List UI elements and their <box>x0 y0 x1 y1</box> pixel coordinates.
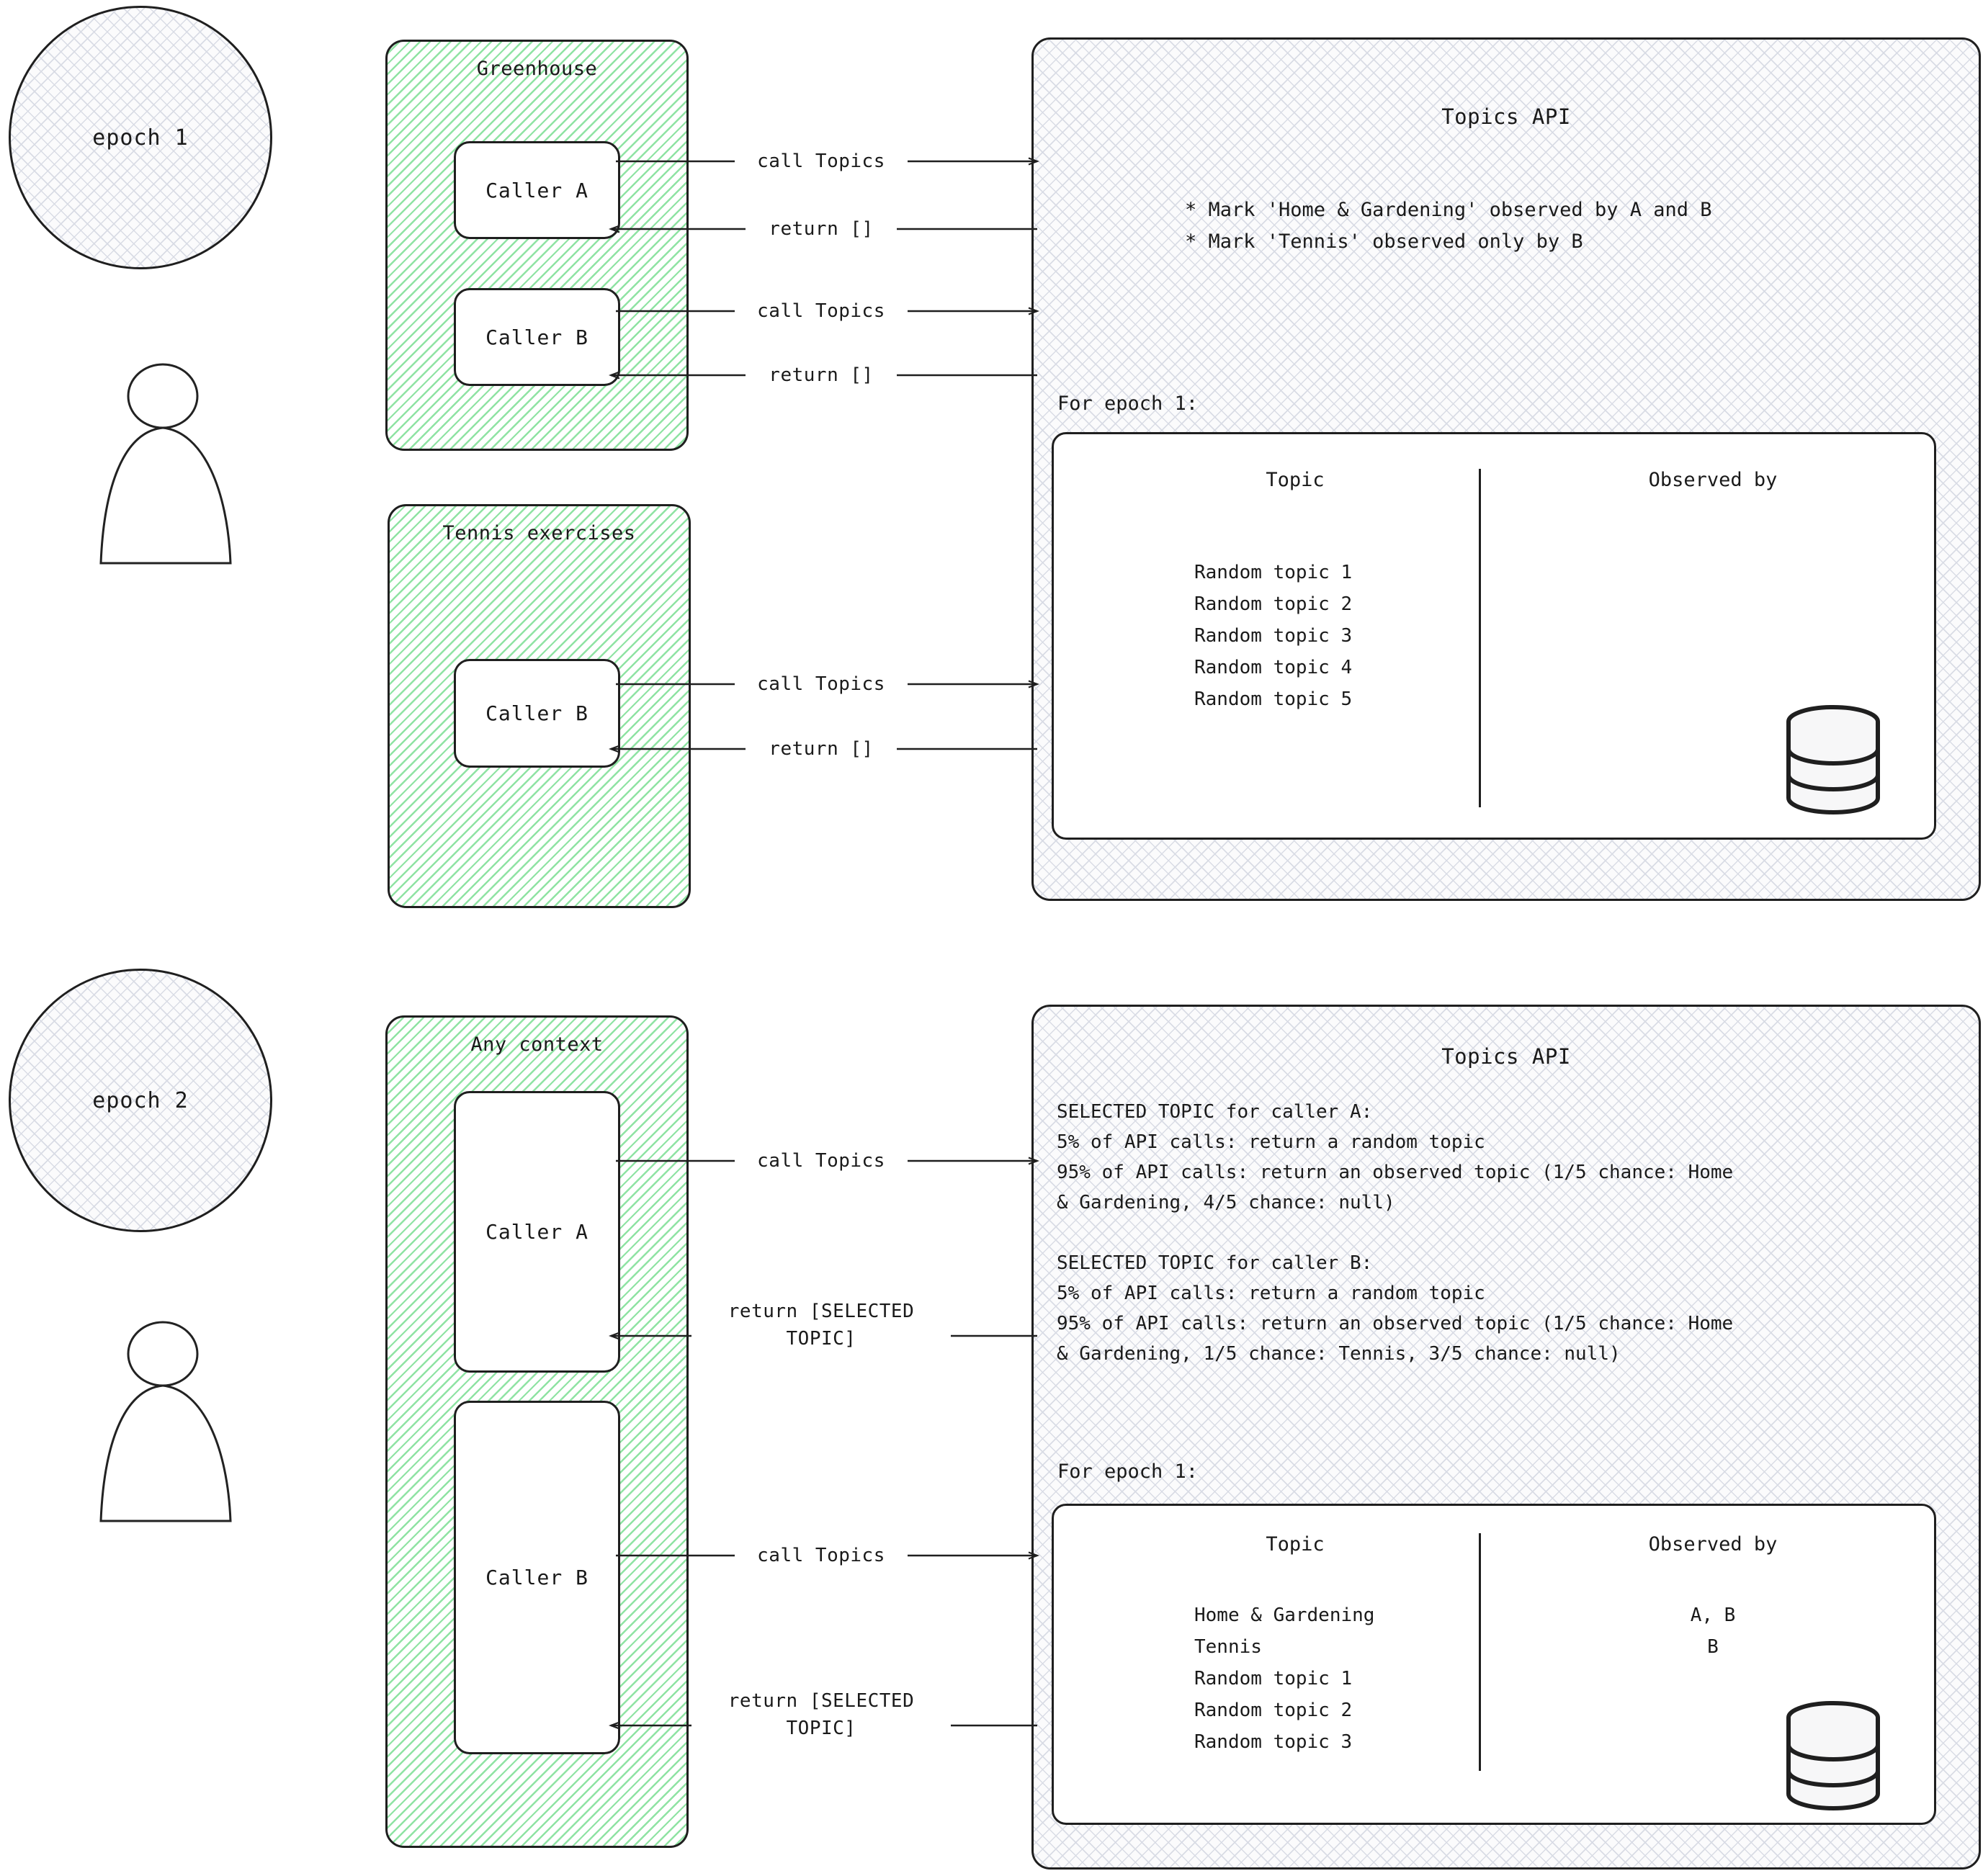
context-any-context-title: Any context <box>470 1033 604 1056</box>
for-epoch-label-epoch-1: For epoch 1: <box>1057 392 1199 415</box>
arrow-label-return-b1: return [] <box>746 362 897 389</box>
caller-b-any-context-label: Caller B <box>485 1566 588 1589</box>
topics-api-panel-epoch-1: Topics API * Mark 'Home & Gardening' obs… <box>1031 37 1981 901</box>
caller-a-greenhouse-label: Caller A <box>485 178 588 202</box>
database-icon <box>1781 704 1886 816</box>
topics-api-bullets-epoch-1: * Mark 'Home & Gardening' observed by A … <box>1185 199 1712 253</box>
context-greenhouse: Greenhouse <box>385 40 689 451</box>
caller-b-any-context[interactable]: Caller B <box>454 1401 620 1754</box>
caller-a-any-context-label: Caller A <box>485 1220 588 1244</box>
table-divider-epoch-1 <box>1479 469 1481 807</box>
caller-b-greenhouse[interactable]: Caller B <box>454 288 620 386</box>
epoch-1-circle: epoch 1 <box>9 6 272 269</box>
arrow-label-return-a1: return [] <box>746 215 897 243</box>
person-icon <box>94 1318 310 1527</box>
arrow-label-call-topics-b2: call Topics <box>735 1542 908 1569</box>
table-topics-column-epoch-2: Home & Gardening Tennis Random topic 1 R… <box>1194 1605 1375 1753</box>
for-epoch-label-epoch-2: For epoch 1: <box>1057 1460 1199 1483</box>
arrow-label-call-topics-b1: call Topics <box>735 297 908 325</box>
table-header-observed-epoch-1: Observed by <box>1648 469 1778 491</box>
context-tennis-exercises-title: Tennis exercises <box>442 522 636 544</box>
epoch-2-label: epoch 2 <box>92 1087 189 1113</box>
topics-api-panel-epoch-2: Topics API SELECTED TOPIC for caller A: … <box>1031 1005 1981 1870</box>
caller-b-tennis-label: Caller B <box>485 701 588 725</box>
topics-table-epoch-2: Topic Observed by Home & Gardening Tenni… <box>1052 1504 1936 1825</box>
table-divider-epoch-2 <box>1479 1533 1481 1771</box>
topics-api-title-epoch-1: Topics API <box>1441 104 1571 129</box>
database-icon <box>1781 1700 1886 1812</box>
table-topics-column-epoch-1: Random topic 1 Random topic 2 Random top… <box>1194 562 1353 710</box>
table-header-topic-epoch-2: Topic <box>1266 1533 1325 1556</box>
topics-api-body-epoch-2: SELECTED TOPIC for caller A: 5% of API c… <box>1057 1101 1734 1365</box>
caller-a-greenhouse[interactable]: Caller A <box>454 141 620 239</box>
arrow-label-call-topics-b-tennis: call Topics <box>735 670 908 698</box>
person-icon <box>94 360 310 569</box>
arrow-label-return-b-tennis: return [] <box>746 735 897 763</box>
arrow-label-call-topics-a2: call Topics <box>735 1147 908 1175</box>
caller-a-any-context[interactable]: Caller A <box>454 1091 620 1373</box>
arrow-label-call-topics-a1: call Topics <box>735 148 908 175</box>
epoch-2-circle: epoch 2 <box>9 969 272 1232</box>
arrow-label-return-b2: return [SELECTED TOPIC] <box>691 1687 951 1742</box>
topics-api-title-epoch-2: Topics API <box>1441 1044 1571 1069</box>
table-header-observed-epoch-2: Observed by <box>1648 1533 1778 1556</box>
table-header-topic-epoch-1: Topic <box>1266 469 1325 491</box>
topics-table-epoch-1: Topic Observed by Random topic 1 Random … <box>1052 432 1936 840</box>
caller-b-tennis[interactable]: Caller B <box>454 659 620 768</box>
caller-b-greenhouse-label: Caller B <box>485 325 588 349</box>
table-observed-column-epoch-2: A, B B <box>1690 1605 1736 1658</box>
arrow-label-return-a2: return [SELECTED TOPIC] <box>691 1298 951 1352</box>
epoch-1-label: epoch 1 <box>92 125 189 151</box>
context-greenhouse-title: Greenhouse <box>476 58 598 80</box>
